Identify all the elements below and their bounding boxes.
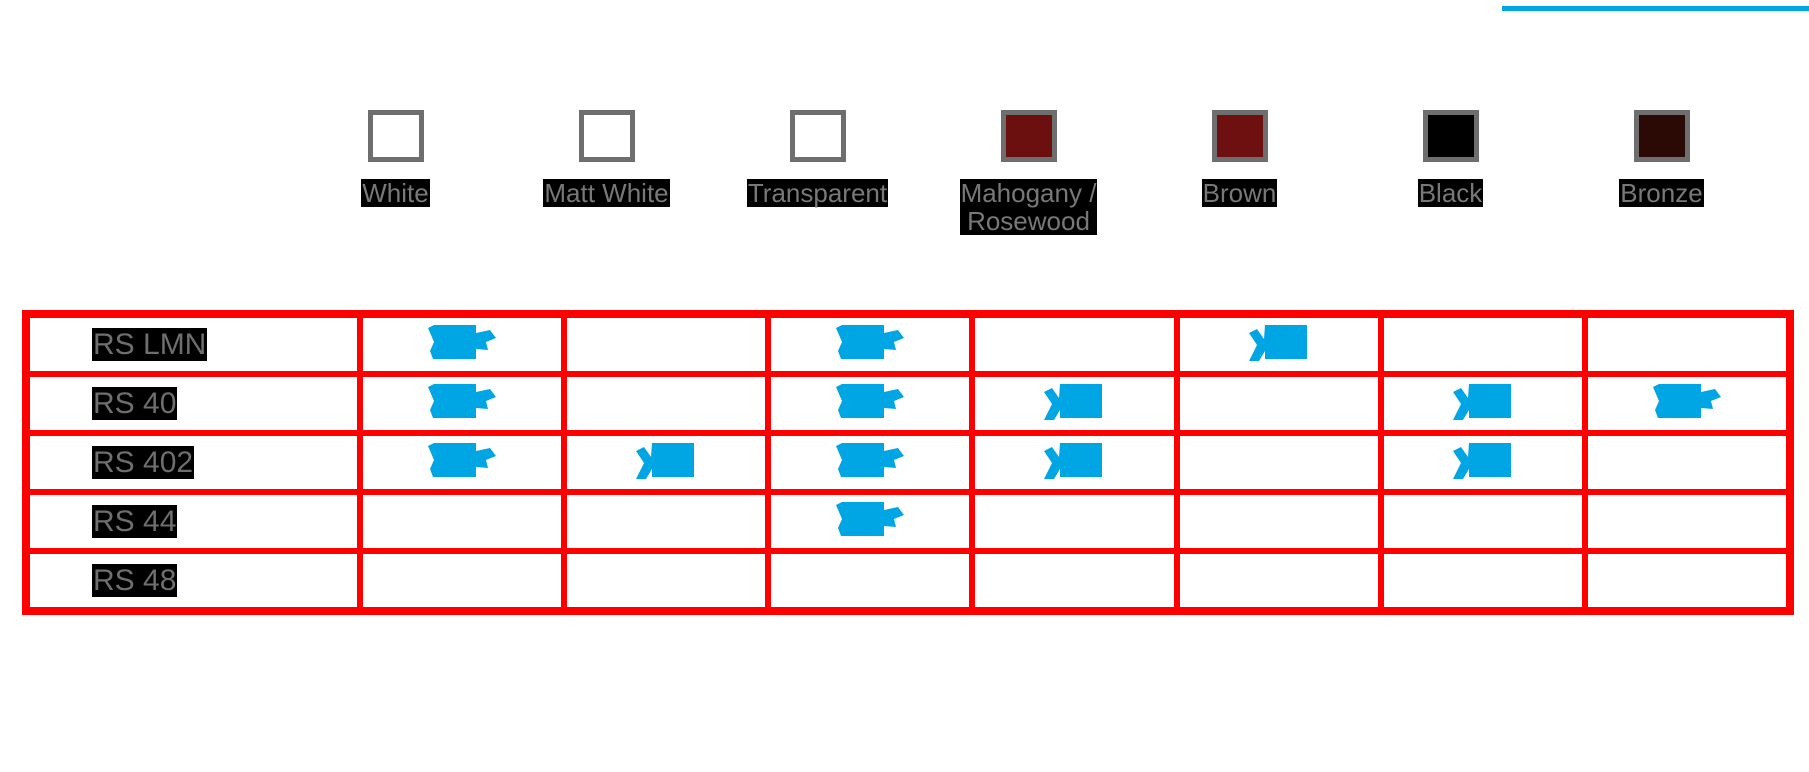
matrix-cell[interactable] <box>768 492 973 551</box>
row-label: RS 40 <box>92 386 178 420</box>
available-flag-icon <box>832 439 908 481</box>
matrix-cell[interactable] <box>1584 433 1789 492</box>
matrix-cell[interactable] <box>1380 374 1585 433</box>
swatch-column-4: Brown <box>1134 110 1345 207</box>
matrix-cell[interactable] <box>564 551 769 610</box>
matrix-cell[interactable] <box>1176 492 1381 551</box>
swatch-column-2: Transparent <box>712 110 923 207</box>
available-check-icon <box>628 439 704 481</box>
matrix-cell[interactable] <box>564 374 769 433</box>
swatch-column-0: White <box>290 110 501 207</box>
swatch-label: Matt White <box>543 178 670 208</box>
color-swatch-bronze <box>1633 110 1690 162</box>
matrix-cell[interactable] <box>972 374 1177 433</box>
matrix-cell[interactable] <box>972 315 1177 374</box>
matrix-cell[interactable] <box>1176 374 1381 433</box>
table-row: RS 402 <box>27 433 1789 492</box>
swatch-column-1: Matt White <box>501 110 712 207</box>
row-header-cell: RS LMN <box>27 315 360 374</box>
table-row: RS 48 <box>27 551 1789 610</box>
available-check-icon <box>1036 439 1112 481</box>
color-swatch-matt-white <box>578 110 635 162</box>
row-label: RS LMN <box>92 327 208 361</box>
table-row: RS 44 <box>27 492 1789 551</box>
matrix-cell[interactable] <box>360 433 565 492</box>
matrix-cell[interactable] <box>360 492 565 551</box>
matrix-cell[interactable] <box>1584 315 1789 374</box>
matrix-cell[interactable] <box>768 315 973 374</box>
swatch-label: White <box>361 178 430 208</box>
matrix-cell[interactable] <box>564 492 769 551</box>
color-swatch-black <box>1422 110 1479 162</box>
table-row: RS LMN <box>27 315 1789 374</box>
colour-swatch-header: White Matt White Transparent Mahogany / Ros… <box>290 110 1809 260</box>
matrix-cell[interactable] <box>1584 551 1789 610</box>
matrix-cell[interactable] <box>972 492 1177 551</box>
matrix-cell[interactable] <box>564 433 769 492</box>
available-check-icon <box>1241 321 1317 363</box>
matrix-cell[interactable] <box>1380 492 1585 551</box>
matrix-cell[interactable] <box>360 315 565 374</box>
top-accent-bar <box>1502 6 1809 11</box>
color-swatch-mahogany-rosewood <box>1000 110 1057 162</box>
matrix-cell[interactable] <box>972 433 1177 492</box>
row-label: RS 44 <box>92 504 178 538</box>
matrix-cell[interactable] <box>1584 374 1789 433</box>
available-flag-icon <box>1649 380 1725 422</box>
matrix-table: RS LMN RS 40 RS 402 RS 44 RS 48 <box>22 310 1794 615</box>
table-row: RS 40 <box>27 374 1789 433</box>
matrix-cell[interactable] <box>564 315 769 374</box>
matrix-cell[interactable] <box>768 551 973 610</box>
matrix-cell[interactable] <box>1380 551 1585 610</box>
row-header-cell: RS 40 <box>27 374 360 433</box>
available-check-icon <box>1445 380 1521 422</box>
row-label: RS 402 <box>92 445 195 479</box>
matrix-cell[interactable] <box>768 433 973 492</box>
available-flag-icon <box>832 321 908 363</box>
available-check-icon <box>1445 439 1521 481</box>
swatch-column-5: Black <box>1345 110 1556 207</box>
row-header-cell: RS 44 <box>27 492 360 551</box>
row-header-cell: RS 48 <box>27 551 360 610</box>
swatch-label: Black <box>1417 178 1484 208</box>
swatch-column-6: Bronze <box>1556 110 1767 207</box>
swatch-label: Bronze <box>1619 178 1704 208</box>
color-swatch-white <box>367 110 424 162</box>
available-check-icon <box>1036 380 1112 422</box>
available-flag-icon <box>424 380 500 422</box>
color-swatch-transparent <box>789 110 846 162</box>
matrix-cell[interactable] <box>1380 315 1585 374</box>
matrix-cell[interactable] <box>1176 315 1381 374</box>
swatch-column-3: Mahogany / Rosewood <box>923 110 1134 235</box>
row-header-cell: RS 402 <box>27 433 360 492</box>
matrix-cell[interactable] <box>1380 433 1585 492</box>
swatch-label: Brown <box>1201 178 1278 208</box>
matrix-cell[interactable] <box>972 551 1177 610</box>
matrix-cell[interactable] <box>360 551 565 610</box>
row-label: RS 48 <box>92 563 178 597</box>
availability-matrix: RS LMN RS 40 RS 402 RS 44 RS 48 <box>22 310 1794 615</box>
matrix-cell[interactable] <box>768 374 973 433</box>
available-flag-icon <box>832 498 908 540</box>
swatch-label: Mahogany / Rosewood <box>959 178 1098 237</box>
matrix-cell[interactable] <box>1584 492 1789 551</box>
available-flag-icon <box>832 380 908 422</box>
swatch-label: Transparent <box>746 178 889 208</box>
matrix-cell[interactable] <box>1176 551 1381 610</box>
available-flag-icon <box>424 439 500 481</box>
matrix-cell[interactable] <box>360 374 565 433</box>
available-flag-icon <box>424 321 500 363</box>
matrix-cell[interactable] <box>1176 433 1381 492</box>
color-swatch-brown <box>1211 110 1268 162</box>
